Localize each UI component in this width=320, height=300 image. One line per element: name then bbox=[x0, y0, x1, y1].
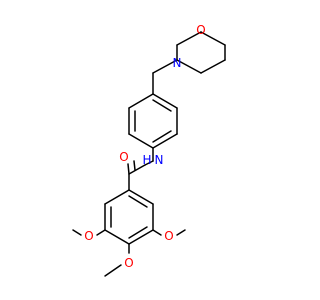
chemical-structure: O N H N O O O O bbox=[72, 23, 226, 277]
bond bbox=[127, 163, 130, 175]
bonds bbox=[72, 31, 226, 277]
bond bbox=[144, 160, 154, 166]
amide-nitrogen-h-label: H bbox=[142, 153, 151, 167]
bond bbox=[72, 229, 82, 236]
bond bbox=[128, 189, 154, 205]
bond bbox=[128, 164, 146, 175]
bond bbox=[128, 133, 154, 149]
bond bbox=[96, 229, 106, 236]
bond bbox=[152, 133, 178, 149]
bond bbox=[152, 93, 178, 109]
bond bbox=[128, 195, 148, 208]
bond bbox=[104, 229, 130, 245]
bond bbox=[176, 59, 202, 74]
bond bbox=[128, 226, 148, 239]
bond bbox=[176, 31, 202, 46]
bond bbox=[200, 31, 226, 46]
carbonyl-oxygen-label: O bbox=[119, 150, 128, 164]
bond bbox=[152, 130, 172, 143]
methoxy-right-oxygen-label: O bbox=[164, 229, 173, 243]
morpholine-nitrogen-label: N bbox=[173, 56, 182, 70]
methoxy-bottom-oxygen-label: O bbox=[124, 256, 133, 270]
bond bbox=[104, 189, 130, 205]
bond bbox=[128, 93, 154, 109]
bond bbox=[152, 59, 178, 74]
bond bbox=[152, 99, 172, 112]
bond bbox=[200, 59, 226, 74]
atom-labels: O N H N O O O O bbox=[84, 23, 205, 270]
bond bbox=[176, 229, 186, 236]
morpholine-oxygen-label: O bbox=[196, 23, 205, 37]
bond bbox=[133, 160, 136, 171]
methoxy-left-oxygen-label: O bbox=[84, 229, 93, 243]
bond bbox=[104, 264, 122, 277]
amide-nitrogen-label: N bbox=[155, 153, 164, 167]
bond bbox=[128, 229, 154, 245]
bond bbox=[152, 229, 162, 236]
